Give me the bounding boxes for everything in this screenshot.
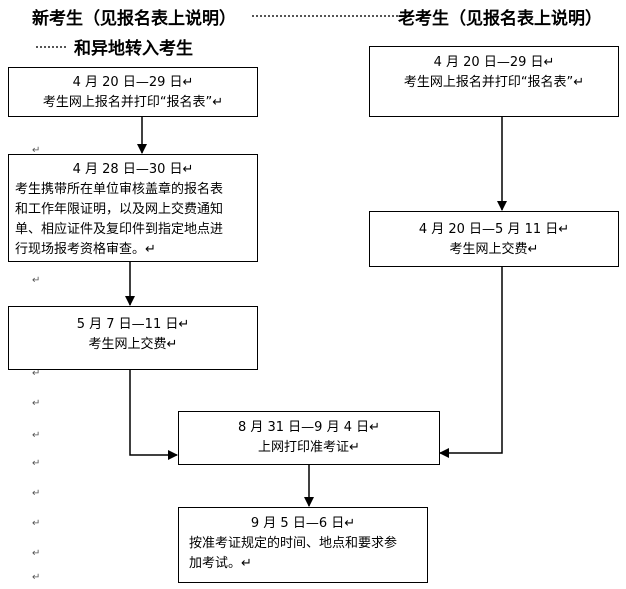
paragraph-mark: ↵ [32, 458, 41, 469]
box-text: 考生网上报名并打印“报名表”↵ [42, 95, 224, 110]
paragraph-mark: ↵ [32, 145, 41, 156]
box-text-line: 行现场报考资格审查。↵ [15, 242, 156, 257]
box-new-onsite-review: 4 月 28 日—30 日↵ 考生携带所在单位审核盖章的报名表 和工作年限证明，… [8, 154, 258, 262]
box-text: 考生网上交费↵ [449, 242, 539, 257]
header-dots-line2 [36, 46, 66, 48]
arrow-new-step3-to-merge [129, 370, 178, 460]
box-text: 上网打印准考证↵ [258, 440, 360, 455]
paragraph-mark: ↵ [32, 368, 41, 379]
box-text: 考生网上报名并打印“报名表”↵ [403, 75, 585, 90]
paragraph-mark: ↵ [32, 572, 41, 583]
paragraph-mark: ↵ [32, 518, 41, 529]
box-text-line: 按准考证规定的时间、地点和要求参 [189, 536, 398, 551]
box-new-online-registration: 4 月 20 日—29 日↵ 考生网上报名并打印“报名表”↵ [8, 67, 258, 117]
header-new-candidates: 新考生（见报名表上说明） [32, 9, 236, 29]
box-date: 5 月 7 日—11 日↵ [76, 317, 190, 332]
header-old-candidates: 老考生（见报名表上说明） [398, 9, 602, 29]
paragraph-mark: ↵ [32, 398, 41, 409]
box-print-admission-ticket: 8 月 31 日—9 月 4 日↵ 上网打印准考证↵ [178, 411, 440, 465]
box-text-line: 加考试。↵ [189, 556, 252, 571]
box-old-online-payment: 4 月 20 日—5 月 11 日↵ 考生网上交费↵ [369, 211, 619, 267]
box-attend-exam: 9 月 5 日—6 日↵ 按准考证规定的时间、地点和要求参 加考试。↵ [178, 507, 428, 583]
box-date: 4 月 20 日—29 日↵ [72, 75, 194, 90]
box-old-online-registration: 4 月 20 日—29 日↵ 考生网上报名并打印“报名表”↵ [369, 46, 619, 117]
box-date: 8 月 31 日—9 月 4 日↵ [237, 420, 381, 435]
box-new-online-payment: 5 月 7 日—11 日↵ 考生网上交费↵ [8, 306, 258, 370]
paragraph-mark: ↵ [32, 488, 41, 499]
box-text-line: 考生携带所在单位审核盖章的报名表 [15, 182, 224, 197]
box-date: 4 月 28 日—30 日↵ [72, 162, 194, 177]
box-date: 4 月 20 日—29 日↵ [433, 55, 555, 70]
box-date: 9 月 5 日—6 日↵ [250, 516, 356, 531]
header-transfer-candidates: 和异地转入考生 [74, 39, 193, 59]
header-dots-left [252, 15, 398, 17]
arrow-old-step2-to-merge [439, 267, 503, 458]
box-date: 4 月 20 日—5 月 11 日↵ [418, 222, 570, 237]
paragraph-mark: ↵ [32, 275, 41, 286]
paragraph-mark: ↵ [32, 548, 41, 559]
box-text-line: 和工作年限证明，以及网上交费通知 [15, 202, 224, 217]
paragraph-mark: ↵ [32, 430, 41, 441]
box-text-line: 单、相应证件及复印件到指定地点进 [15, 222, 224, 237]
box-text: 考生网上交费↵ [88, 337, 178, 352]
